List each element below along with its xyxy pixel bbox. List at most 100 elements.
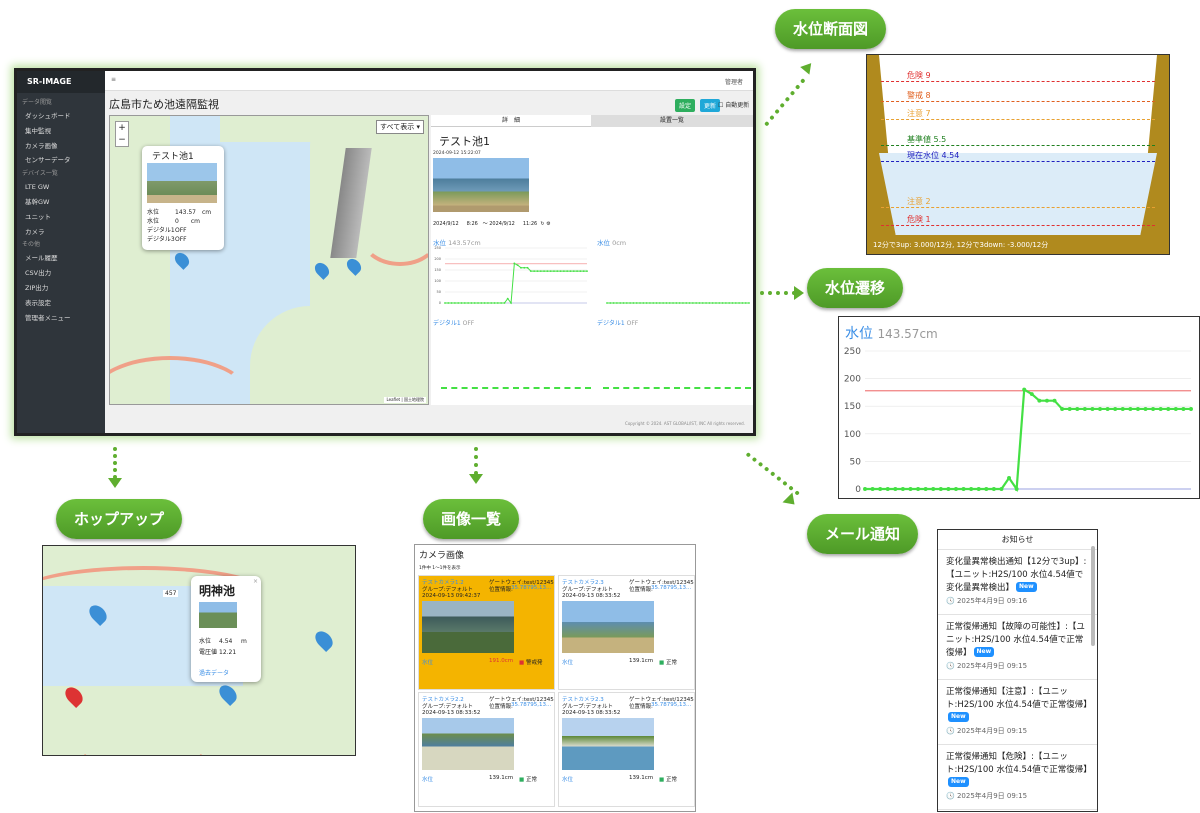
sidebar-item[interactable]: センサーデータ	[25, 156, 71, 165]
zoom-out-button[interactable]: −	[118, 135, 126, 145]
data-point	[1052, 398, 1057, 403]
chart1-label: 水位	[433, 239, 446, 247]
user-name[interactable]: 管理者	[724, 79, 743, 86]
data-point	[463, 302, 466, 304]
reload-icon[interactable]: ↻	[540, 221, 545, 227]
notice-item[interactable]: 変化量異常検出通知【12分で3up】:【ユニット:H2S/100 水位4.54値…	[938, 550, 1097, 615]
data-point	[516, 264, 519, 267]
sidebar-item[interactable]: CSV出力	[25, 269, 52, 278]
camera-position: 35.78795,13...	[511, 702, 552, 708]
notice-list: 変化量異常検出通知【12分で3up】:【ユニット:H2S/100 水位4.54値…	[938, 550, 1097, 811]
data-point	[582, 270, 585, 272]
data-point	[878, 487, 883, 491]
data-point	[1029, 392, 1034, 397]
clock-icon: 🕓	[946, 597, 957, 605]
camera-marker-icon[interactable]	[172, 250, 192, 270]
past-data-link[interactable]: 過去データ	[199, 670, 230, 677]
sidebar: SR-IMAGE データ閲覧ダッシュボード集中監視カメラ画像センサーデータデバイ…	[17, 71, 105, 433]
data-point	[984, 487, 989, 491]
alert-icon: ■	[519, 660, 526, 666]
sidebar-item[interactable]: 管理者メニュー	[25, 313, 71, 322]
close-icon[interactable]: ×	[252, 578, 258, 585]
camera-position-label: 位置情報:	[489, 704, 513, 710]
data-point	[526, 266, 529, 269]
refresh-button[interactable]: 更新	[700, 99, 721, 112]
camera-position: 35.78795,13...	[511, 585, 552, 591]
data-point	[496, 302, 499, 304]
map-filter-select[interactable]: すべて表示 ▾	[376, 120, 424, 134]
y-tick-label: 200	[434, 257, 441, 261]
label-cross-section: 水位断面図	[775, 9, 887, 49]
notice-item[interactable]: 変化量異常検出通知【12分New	[938, 810, 1097, 811]
data-point	[961, 487, 966, 491]
time-to-input[interactable]: 11:26	[522, 221, 538, 227]
y-tick-label: 200	[844, 375, 861, 385]
data-point	[572, 270, 575, 272]
date-to-input[interactable]: 2024/9/12	[489, 221, 515, 227]
time-from-input[interactable]: 8:26	[466, 221, 478, 227]
notice-item[interactable]: 正常復帰通知【故障の可能性】:【ユニット:H2S/100 水位4.54値で正常復…	[938, 615, 1097, 680]
gear-icon[interactable]: ⚙	[546, 221, 551, 227]
data-point	[658, 302, 661, 304]
sidebar-item[interactable]: LTE GW	[25, 183, 50, 192]
app-logo[interactable]: SR-IMAGE	[17, 71, 105, 93]
tab-installations[interactable]: 設置一覧	[591, 115, 753, 127]
camera-name: テストカメラ2.3	[562, 697, 604, 703]
auto-refresh-toggle[interactable]: ☐ 自動更新	[718, 102, 750, 109]
menu-toggle-icon[interactable]: ≡	[111, 76, 117, 83]
notice-time-text: 2025年4月9日 09:16	[956, 597, 1028, 605]
sidebar-item[interactable]: 表示設定	[25, 298, 51, 307]
label-transition: 水位遷移	[807, 268, 904, 308]
notice-item[interactable]: 正常復帰通知【注意】:【ユニット:H2S/100 水位4.54値で正常復帰】Ne…	[938, 680, 1097, 745]
label-images: 画像一覧	[423, 499, 520, 539]
date-from-input[interactable]: 2024/9/12	[433, 221, 459, 227]
data-point	[619, 302, 622, 304]
sidebar-item[interactable]: ダッシュボード	[25, 112, 71, 120]
sidebar-item[interactable]: ZIP出力	[25, 283, 49, 292]
sidebar-item[interactable]: カメラ画像	[25, 141, 58, 150]
settings-button[interactable]: 設定	[675, 99, 696, 112]
sidebar-item[interactable]: カメラ	[25, 227, 45, 236]
label-popup: ホップアップ	[56, 499, 183, 539]
data-point	[586, 270, 588, 272]
sidebar-item[interactable]: 基幹GW	[25, 197, 50, 206]
new-badge: New	[948, 712, 969, 722]
zoom-in-button[interactable]: +	[118, 123, 126, 133]
popup-photo	[147, 163, 217, 203]
data-point	[718, 302, 721, 304]
camera-list-count: 1件中 1〜1件を表示	[419, 566, 461, 571]
data-point	[1166, 406, 1171, 411]
digital2-label: デジタル1	[597, 320, 625, 327]
tab-detail[interactable]: 詳 細	[431, 115, 591, 127]
camera-photo[interactable]	[562, 601, 654, 653]
data-point	[579, 270, 582, 272]
notice-scrollbar[interactable]	[1091, 546, 1095, 646]
camera-time: 2024-09-13 09:42:37	[422, 593, 481, 599]
map-attribution[interactable]: Leaflet | 国土地理院	[384, 397, 426, 403]
water-level-mini-chart-2	[606, 302, 750, 304]
digital1-line	[441, 387, 591, 389]
notice-item[interactable]: 正常復帰通知【危険】:【ユニット:H2S/100 水位4.54値で正常復帰】Ne…	[938, 745, 1097, 810]
camera-photo[interactable]	[422, 718, 514, 770]
sidebar-item[interactable]: メール履歴	[25, 254, 58, 263]
data-point	[900, 487, 905, 491]
data-point	[444, 302, 446, 304]
camera-photo[interactable]	[562, 718, 654, 770]
camera-photo[interactable]	[422, 601, 514, 653]
data-point	[635, 302, 638, 304]
map-road	[43, 566, 273, 626]
detail-photo[interactable]	[433, 158, 529, 212]
digital1-title: デジタル1 OFF	[433, 318, 474, 327]
sidebar-item[interactable]: 集中監視	[25, 126, 51, 135]
camera-level-value: 191.0cm	[489, 658, 514, 664]
sidebar-item[interactable]: ユニット	[25, 212, 51, 221]
data-point	[616, 302, 618, 304]
